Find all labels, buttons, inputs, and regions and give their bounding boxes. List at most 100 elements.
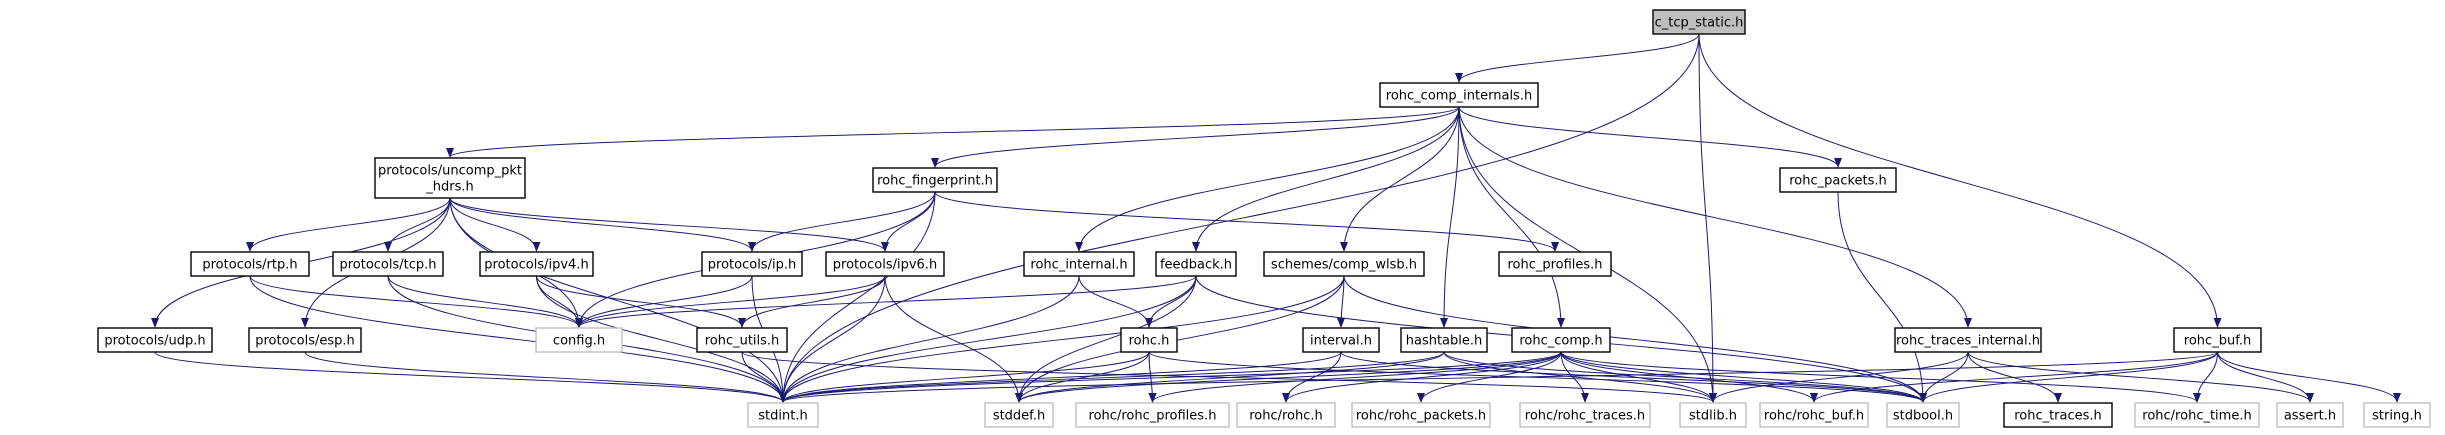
- edge-rohc-comp-to-rohc-rohc-traces: [1560, 351, 1589, 403]
- edge-rohc-comp-internals-to-feedback: [1192, 106, 1460, 252]
- node-label-rohc-rohc-profiles: rohc/rohc_profiles.h: [1089, 409, 1217, 424]
- node-rohc-utils[interactable]: rohc_utils.h: [696, 327, 788, 353]
- node-box-protocols-esp: [248, 327, 362, 353]
- node-label-stdlib: stdlib.h: [1689, 409, 1737, 424]
- node-protocols-udp[interactable]: protocols/udp.h: [97, 327, 213, 353]
- node-box-rohc-traces: [2003, 402, 2113, 428]
- node-stdint[interactable]: stdint.h: [747, 402, 819, 428]
- edge-rohc-comp-internals-to-rohc-comp: [1458, 106, 1565, 328]
- edge-comp-wlsb-to-stdint: [779, 275, 1345, 403]
- node-hashtable[interactable]: hashtable.h: [1400, 327, 1488, 353]
- node-protocols-rtp[interactable]: protocols/rtp.h: [190, 251, 310, 277]
- edge-protocols-ipv4-to-rohc-utils: [536, 275, 746, 328]
- edge-rohc-h-to-stdbool: [1148, 351, 1927, 403]
- node-box-protocols-udp: [97, 327, 213, 353]
- node-rohc-traces-internal[interactable]: rohc_traces_internal.h: [1894, 327, 2042, 353]
- edge-uncomp-pkt-hdrs-to-protocols-tcp: [384, 197, 451, 252]
- node-box-rohc-rohc-profiles: [1075, 402, 1230, 428]
- node-label-stddef: stddef.h: [993, 409, 1045, 424]
- node-feedback[interactable]: feedback.h: [1155, 251, 1237, 277]
- node-c-tcp-static[interactable]: c_tcp_static.h: [1652, 9, 1746, 35]
- node-box-feedback: [1155, 251, 1237, 277]
- node-label-rohc-comp: rohc_comp.h: [1519, 334, 1602, 349]
- node-protocols-ipv4[interactable]: protocols/ipv4.h: [479, 251, 594, 277]
- node-protocols-tcp[interactable]: protocols/tcp.h: [332, 251, 444, 277]
- edge-protocols-ipv6-to-config: [575, 275, 886, 328]
- edge-protocols-esp-to-stdint: [304, 351, 787, 403]
- node-box-protocols-rtp: [190, 251, 310, 277]
- node-rohc-rohc-packets[interactable]: rohc/rohc_packets.h: [1351, 402, 1491, 428]
- edge-comp-wlsb-to-interval: [1337, 275, 1346, 328]
- edge-rohc-traces-internal-to-assert: [1967, 351, 2314, 403]
- node-label-protocols-udp: protocols/udp.h: [104, 334, 205, 349]
- edge-rohc-buf-to-rohc-rohc-buf: [1810, 351, 2218, 403]
- node-protocols-ip[interactable]: protocols/ip.h: [701, 251, 803, 277]
- node-assert[interactable]: assert.h: [2276, 402, 2344, 428]
- node-box-rohc-rohc-buf: [1759, 402, 1869, 428]
- edge-protocols-ip-to-config: [575, 275, 753, 328]
- node-label-string: string.h: [2372, 409, 2422, 424]
- node-rohc-rohc-traces[interactable]: rohc/rohc_traces.h: [1519, 402, 1651, 428]
- edge-rohc-buf-to-string: [2217, 351, 2401, 403]
- node-stdbool[interactable]: stdbool.h: [1886, 402, 1960, 428]
- node-protocols-ipv6[interactable]: protocols/ipv6.h: [825, 251, 945, 277]
- node-rohc-buf[interactable]: rohc_buf.h: [2173, 327, 2262, 353]
- node-label-config: config.h: [553, 334, 605, 349]
- edge-feedback-to-stdint: [779, 275, 1197, 403]
- edge-rohc-comp-internals-to-rohc-fingerprint: [931, 106, 1460, 168]
- edge-rohc-buf-to-stdbool: [1919, 351, 2218, 403]
- node-label-rohc-fingerprint: rohc_fingerprint.h: [877, 174, 993, 189]
- node-rohc-packets[interactable]: rohc_packets.h: [1779, 167, 1897, 193]
- node-rohc-comp-internals[interactable]: rohc_comp_internals.h: [1379, 82, 1539, 108]
- node-stdlib[interactable]: stdlib.h: [1679, 402, 1747, 428]
- node-rohc-rohc-time[interactable]: rohc/rohc_time.h: [2134, 402, 2260, 428]
- node-box-interval: [1302, 327, 1380, 353]
- edge-c-tcp-static-to-stdint: [779, 33, 1700, 403]
- node-rohc-comp[interactable]: rohc_comp.h: [1511, 327, 1611, 353]
- edge-protocols-tcp-to-config: [387, 275, 583, 328]
- edge-rohc-traces-internal-to-stdbool: [1919, 351, 1969, 403]
- node-box-rohc-packets: [1779, 167, 1897, 193]
- node-label-rohc-profiles: rohc_profiles.h: [1507, 258, 1602, 273]
- edge-c-tcp-static-to-rohc-buf: [1698, 33, 2222, 328]
- node-box-comp-wlsb: [1263, 251, 1425, 277]
- node-rohc-rohc[interactable]: rohc/rohc.h: [1236, 402, 1336, 428]
- node-label-protocols-esp: protocols/esp.h: [255, 334, 355, 349]
- node-label-rohc-comp-internals: rohc_comp_internals.h: [1386, 89, 1532, 104]
- node-rohc-fingerprint[interactable]: rohc_fingerprint.h: [872, 167, 998, 193]
- node-interval[interactable]: interval.h: [1302, 327, 1380, 353]
- node-uncomp-pkt-hdrs[interactable]: protocols/uncomp_pkt_hdrs.h: [374, 157, 526, 199]
- node-rohc-traces[interactable]: rohc_traces.h: [2003, 402, 2113, 428]
- node-label-rohc-h: rohc.h: [1129, 334, 1170, 349]
- node-stddef[interactable]: stddef.h: [984, 402, 1054, 428]
- edge-protocols-ipv6-to-rohc-utils: [738, 275, 886, 328]
- node-string[interactable]: string.h: [2363, 402, 2431, 428]
- edge-uncomp-pkt-hdrs-to-protocols-ipv6: [449, 197, 889, 252]
- edge-rohc-traces-internal-to-stdlib: [1709, 351, 1969, 403]
- node-rohc-h[interactable]: rohc.h: [1120, 327, 1178, 353]
- node-rohc-rohc-buf[interactable]: rohc/rohc_buf.h: [1759, 402, 1869, 428]
- node-protocols-esp[interactable]: protocols/esp.h: [248, 327, 362, 353]
- edge-comp-wlsb-to-stddef: [1015, 275, 1345, 403]
- node-rohc-profiles[interactable]: rohc_profiles.h: [1498, 251, 1612, 277]
- node-layer: c_tcp_static.h rohc_comp_internals.hproto…: [97, 9, 2431, 428]
- node-box-protocols-tcp: [332, 251, 444, 277]
- node-label-hashtable: hashtable.h: [1406, 334, 1483, 349]
- edge-rohc-traces-internal-to-rohc-traces: [1967, 351, 2062, 403]
- edge-rohc-buf-to-stdint: [779, 351, 2218, 403]
- edge-rohc-comp-to-stddef: [1015, 351, 1562, 403]
- node-rohc-internal[interactable]: rohc_internal.h: [1023, 251, 1135, 277]
- edge-rohc-comp-internals-to-comp-wlsb: [1340, 106, 1460, 252]
- node-config[interactable]: config.h: [535, 327, 623, 353]
- edge-rohc-comp-internals-to-hashtable: [1440, 106, 1460, 328]
- edge-protocols-udp-to-stdint: [154, 351, 787, 403]
- node-comp-wlsb[interactable]: schemes/comp_wlsb.h: [1263, 251, 1425, 277]
- edge-hashtable-to-stdint: [779, 351, 1445, 403]
- node-box-config: [535, 327, 623, 353]
- edge-rohc-comp-internals-to-uncomp-pkt-hdrs: [446, 106, 1460, 158]
- node-box-string: [2363, 402, 2431, 428]
- node-rohc-rohc-profiles[interactable]: rohc/rohc_profiles.h: [1075, 402, 1230, 428]
- edge-rohc-utils-to-stdlib: [741, 351, 1717, 403]
- node-label-protocols-ip: protocols/ip.h: [708, 258, 796, 273]
